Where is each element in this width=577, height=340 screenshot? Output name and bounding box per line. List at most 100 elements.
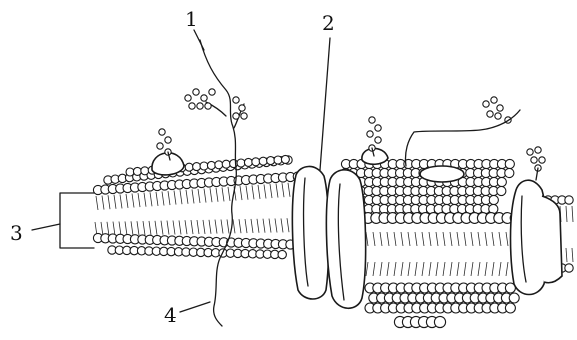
channel-protein — [292, 166, 365, 308]
sugar-unit — [375, 137, 381, 143]
lipid-tail — [394, 232, 396, 246]
phospholipid-head — [244, 158, 252, 166]
lipid-tail — [155, 221, 157, 235]
phospholipid-head — [497, 177, 506, 186]
lipid-tail — [492, 232, 494, 246]
sugar-unit — [197, 103, 203, 109]
sugar-unit — [239, 105, 245, 111]
lipid-tail — [173, 221, 175, 235]
lipid-tail — [210, 188, 212, 202]
lipid-tail — [216, 188, 218, 202]
lipid-tail — [478, 232, 480, 246]
lipid-tail — [198, 189, 200, 203]
phospholipid-head — [252, 158, 260, 166]
lipid-tail — [246, 186, 248, 200]
sugar-unit — [367, 131, 373, 137]
sugar-unit — [539, 157, 545, 163]
lipid-tail — [464, 232, 466, 246]
phospholipid-head — [505, 159, 514, 168]
lipid-tail — [499, 232, 501, 246]
phospholipid-head — [509, 293, 519, 303]
phospholipid-head — [267, 157, 275, 165]
lipid-tail — [161, 221, 163, 235]
lipid-tail — [185, 220, 187, 234]
lipid-tail — [401, 262, 403, 276]
left-dome-protein — [152, 153, 184, 175]
lipid-tail — [457, 262, 459, 276]
lipid-tail — [394, 262, 396, 276]
lipid-tail — [101, 222, 103, 236]
lipid-tail — [204, 189, 206, 203]
sugar-unit — [369, 117, 375, 123]
sugar-unit — [241, 113, 247, 119]
sugar-unit — [185, 95, 191, 101]
phospholipid-head — [565, 264, 573, 272]
lipid-tail — [132, 194, 134, 208]
sugar-unit — [165, 137, 171, 143]
lipid-tail — [492, 262, 494, 276]
lipid-tail — [366, 262, 368, 276]
lipid-tail — [373, 262, 375, 276]
lipid-tail — [239, 219, 241, 233]
lipid-tail — [373, 232, 375, 246]
sugar-unit — [531, 157, 537, 163]
lipid-tail — [125, 221, 127, 235]
lipid-tail — [443, 232, 445, 246]
lipid-tail — [180, 190, 182, 204]
sugar-unit — [159, 129, 165, 135]
phospholipid-head — [278, 250, 286, 258]
sugar-unit — [483, 101, 489, 107]
lipid-tail — [387, 262, 389, 276]
lipid-tail — [96, 196, 98, 210]
lipid-tail — [114, 195, 116, 209]
phospholipid-head — [193, 163, 201, 171]
sugar-unit — [497, 105, 503, 111]
phospholipid-head — [141, 167, 149, 175]
lipid-tail — [566, 248, 567, 262]
lipid-tail — [192, 189, 194, 203]
phospholipid-head — [281, 155, 289, 163]
lipid-tail — [429, 262, 431, 276]
lipid-tail — [150, 192, 152, 206]
lipid-tail — [415, 232, 417, 246]
lipid-tail — [422, 232, 424, 246]
lipid-tail — [380, 262, 382, 276]
phospholipid-head — [185, 163, 193, 171]
phospholipid-head — [565, 196, 573, 204]
lipid-tail — [485, 262, 487, 276]
lipid-tail — [471, 262, 473, 276]
lipid-tail — [102, 196, 104, 210]
lipid-tail — [380, 232, 382, 246]
sugar-unit — [487, 111, 493, 117]
lipid-tail — [167, 221, 169, 235]
sugar-unit — [491, 97, 497, 103]
lipid-tail — [276, 184, 278, 198]
lipid-tail — [464, 262, 466, 276]
phospholipid-head — [497, 186, 506, 195]
lipid-tail — [436, 262, 438, 276]
label-2: 2 — [322, 11, 335, 35]
sugar-unit — [535, 147, 541, 153]
lipid-tail — [408, 232, 410, 246]
lipid-tail — [450, 262, 452, 276]
lipid-tail — [240, 186, 242, 200]
lipid-tail — [203, 220, 205, 234]
lipid-tail — [408, 262, 410, 276]
lipid-tail — [252, 185, 254, 199]
lipid-tail — [221, 220, 223, 234]
lipid-tail — [387, 232, 389, 246]
lipid-tail — [457, 232, 459, 246]
sugar-unit — [205, 103, 211, 109]
phospholipid-head — [222, 160, 230, 168]
lipid-tail — [120, 194, 122, 208]
lipid-tail — [499, 262, 501, 276]
lipid-tail — [108, 195, 110, 209]
lipid-tail — [174, 191, 176, 205]
lipid-tail — [450, 232, 452, 246]
lipid-tail — [478, 262, 480, 276]
lipid-tail — [215, 220, 217, 234]
sugar-unit — [375, 125, 381, 131]
phospholipid-head — [207, 161, 215, 169]
lipid-tail — [126, 194, 128, 208]
lipid-tail — [209, 220, 211, 234]
